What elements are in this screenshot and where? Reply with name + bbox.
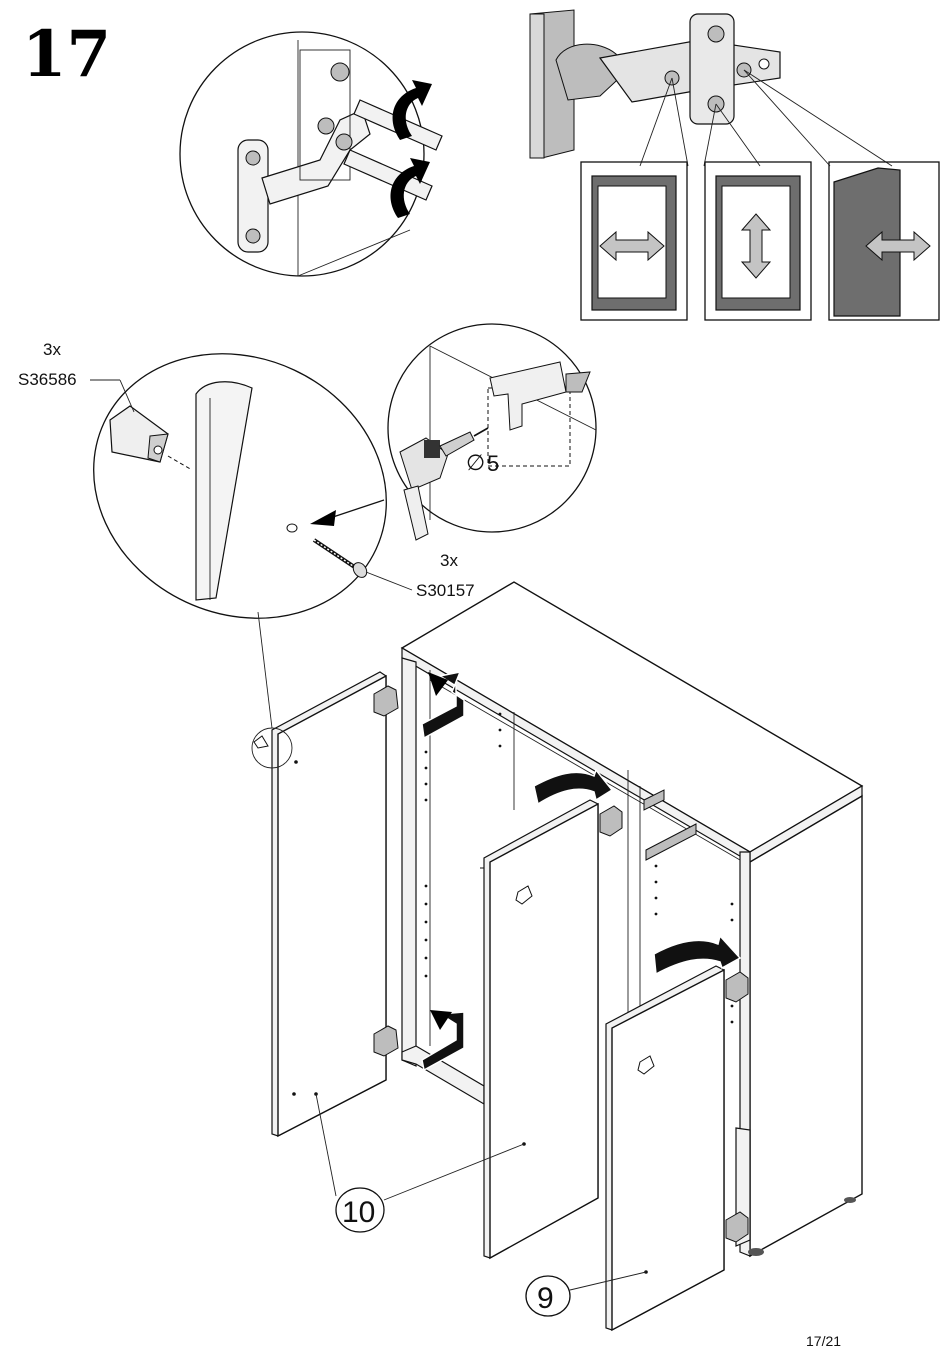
drill-detail: ∅ 5 xyxy=(388,324,596,540)
cap-code: S36586 xyxy=(18,370,77,389)
screw-part-label: 3x S30157 xyxy=(366,551,475,600)
drill-size: 5 xyxy=(487,451,499,476)
page-number: 17/21 xyxy=(806,1333,841,1349)
adjust-depth-icon xyxy=(829,162,939,320)
step-number: 17 xyxy=(22,17,111,92)
drill-icon xyxy=(400,428,488,540)
callout-label: 9 xyxy=(537,1282,554,1315)
door-right xyxy=(606,966,748,1330)
hinge-adjust-detail xyxy=(180,32,442,276)
adjust-vertical-icon xyxy=(705,162,811,320)
screw-icon xyxy=(314,540,370,580)
cap-quantity: 3x xyxy=(43,340,61,359)
door-middle xyxy=(480,800,622,1258)
adjust-horizontal-icon xyxy=(581,162,687,320)
screw-quantity: 3x xyxy=(440,551,458,570)
drill-diameter-symbol: ∅ xyxy=(466,450,485,475)
hinge-adjust-icon xyxy=(530,10,780,158)
cap-screw-detail xyxy=(50,307,430,666)
cap-icon xyxy=(110,406,168,462)
screw-code: S30157 xyxy=(416,581,475,600)
callout-label: 10 xyxy=(342,1196,375,1229)
door-left xyxy=(252,672,398,1136)
